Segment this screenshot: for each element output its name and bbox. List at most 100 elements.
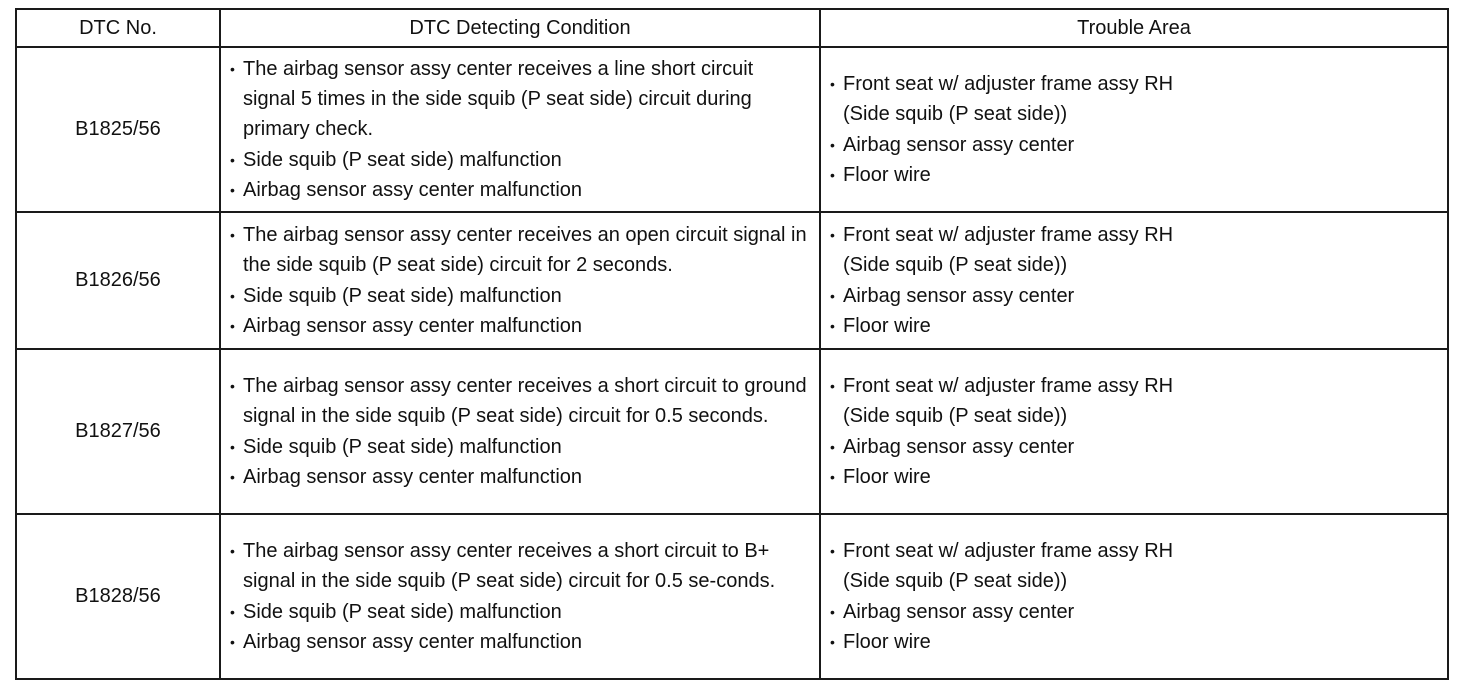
bullet-icon: •	[830, 468, 835, 485]
trouble-area-cell: • Front seat w/ adjuster frame assy RH (S…	[819, 513, 1449, 680]
trouble-area-item: • Front seat w/ adjuster frame assy RH (S…	[829, 371, 1439, 432]
bullet-icon: •	[830, 377, 835, 394]
trouble-area-item: • Floor wire	[829, 311, 1439, 341]
trouble-area-item: • Floor wire	[829, 462, 1439, 492]
condition-text: The airbag sensor assy center receives a…	[243, 539, 776, 593]
condition-cell: • The airbag sensor assy center receives …	[219, 211, 821, 350]
condition-item: • Airbag sensor assy center malfunction	[229, 175, 811, 205]
trouble-area-text: Floor wire	[843, 630, 931, 653]
table-row: B1827/56 • The airbag sensor assy center …	[15, 348, 1449, 515]
bullet-icon: •	[830, 542, 835, 559]
condition-item: • Airbag sensor assy center malfunction	[229, 627, 811, 657]
dtc-code-cell: B1827/56	[15, 348, 221, 515]
dtc-table: DTC No. DTC Detecting Condition Trouble …	[15, 8, 1449, 680]
bullet-icon: •	[230, 181, 235, 198]
trouble-area-item: • Front seat w/ adjuster frame assy RH (S…	[829, 536, 1439, 597]
trouble-area-text: Airbag sensor assy center	[843, 284, 1075, 307]
table-row: B1828/56 • The airbag sensor assy center …	[15, 513, 1449, 680]
trouble-area-list: • Front seat w/ adjuster frame assy RH (S…	[829, 371, 1439, 492]
condition-list: • The airbag sensor assy center receives …	[229, 220, 811, 341]
table-body: B1825/56 • The airbag sensor assy center …	[15, 46, 1449, 680]
bullet-icon: •	[230, 377, 235, 394]
condition-text: The airbag sensor assy center receives a…	[243, 57, 754, 141]
bullet-icon: •	[230, 468, 235, 485]
condition-list: • The airbag sensor assy center receives …	[229, 536, 811, 657]
condition-text: The airbag sensor assy center receives a…	[243, 374, 807, 428]
trouble-area-item: •Front seat w/ adjuster frame assy RH (S…	[829, 69, 1439, 130]
bullet-icon: •	[230, 60, 235, 77]
bullet-icon: •	[830, 166, 835, 183]
condition-item: • Airbag sensor assy center malfunction	[229, 311, 811, 341]
condition-text: Airbag sensor assy center malfunction	[243, 630, 583, 653]
trouble-area-cell: • Front seat w/ adjuster frame assy RH (S…	[819, 211, 1449, 350]
trouble-area-item: • Floor wire	[829, 160, 1439, 190]
trouble-area-item: • Floor wire	[829, 627, 1439, 657]
header-detecting-condition: DTC Detecting Condition	[219, 8, 821, 48]
trouble-area-item: • Airbag sensor assy center	[829, 130, 1439, 160]
bullet-icon: •	[230, 226, 235, 243]
condition-item: • The airbag sensor assy center receives …	[229, 54, 811, 145]
trouble-area-item: • Front seat w/ adjuster frame assy RH (S…	[829, 220, 1439, 281]
condition-text: Side squib (P seat side) malfunction	[243, 148, 562, 171]
bullet-icon: •	[230, 287, 235, 304]
dtc-code-cell: B1826/56	[15, 211, 221, 350]
bullet-icon: •	[230, 438, 235, 455]
condition-list: • The airbag sensor assy center receives …	[229, 54, 811, 205]
trouble-area-text: Airbag sensor assy center	[843, 133, 1075, 156]
dtc-code-cell: B1825/56	[15, 46, 221, 213]
bullet-icon: •	[830, 136, 835, 153]
trouble-area-list: • Front seat w/ adjuster frame assy RH (S…	[829, 220, 1439, 341]
bullet-icon: •	[230, 151, 235, 168]
bullet-icon: •	[230, 633, 235, 650]
header-row: DTC No. DTC Detecting Condition Trouble …	[15, 8, 1449, 48]
condition-item: • The airbag sensor assy center receives …	[229, 220, 811, 281]
bullet-icon: •	[830, 287, 835, 304]
condition-cell: • The airbag sensor assy center receives …	[219, 513, 821, 680]
condition-cell: • The airbag sensor assy center receives …	[219, 348, 821, 515]
trouble-area-text: Front seat w/ adjuster frame assy RH (Si…	[843, 223, 1174, 277]
trouble-area-text: Floor wire	[843, 465, 931, 488]
condition-text: Airbag sensor assy center malfunction	[243, 314, 583, 337]
condition-item: • The airbag sensor assy center receives …	[229, 536, 811, 597]
table-row: B1826/56 • The airbag sensor assy center …	[15, 211, 1449, 350]
trouble-area-text: Airbag sensor assy center	[843, 600, 1075, 623]
trouble-area-item: • Airbag sensor assy center	[829, 281, 1439, 311]
condition-text: Side squib (P seat side) malfunction	[243, 600, 562, 623]
trouble-area-text: Airbag sensor assy center	[843, 435, 1075, 458]
trouble-area-text: Floor wire	[843, 163, 931, 186]
bullet-icon: •	[230, 542, 235, 559]
condition-item: • Side squib (P seat side) malfunction	[229, 432, 811, 462]
bullet-icon: •	[830, 603, 835, 620]
bullet-icon: •	[230, 603, 235, 620]
trouble-area-cell: • Front seat w/ adjuster frame assy RH (S…	[819, 348, 1449, 515]
condition-item: • Side squib (P seat side) malfunction	[229, 597, 811, 627]
trouble-area-item: • Airbag sensor assy center	[829, 432, 1439, 462]
bullet-icon: •	[230, 317, 235, 334]
trouble-area-text: Front seat w/ adjuster frame assy RH (Si…	[843, 374, 1174, 428]
bullet-icon: •	[830, 438, 835, 455]
header-trouble-area: Trouble Area	[819, 8, 1449, 48]
table-header: DTC No. DTC Detecting Condition Trouble …	[15, 8, 1449, 48]
header-dtc-no: DTC No.	[15, 8, 221, 48]
trouble-area-text: Floor wire	[843, 314, 931, 337]
condition-item: • The airbag sensor assy center receives …	[229, 371, 811, 432]
condition-text: Side squib (P seat side) malfunction	[243, 435, 562, 458]
trouble-area-text: Front seat w/ adjuster frame assy RH (Si…	[843, 539, 1174, 593]
bullet-icon: •	[830, 633, 835, 650]
condition-text: Airbag sensor assy center malfunction	[243, 178, 583, 201]
condition-item: • Airbag sensor assy center malfunction	[229, 462, 811, 492]
bullet-icon: •	[830, 226, 835, 243]
bullet-icon: •	[830, 317, 835, 334]
condition-text: Airbag sensor assy center malfunction	[243, 465, 583, 488]
trouble-area-list: • Front seat w/ adjuster frame assy RH (S…	[829, 69, 1439, 190]
trouble-area-cell: • Front seat w/ adjuster frame assy RH (S…	[819, 46, 1449, 213]
condition-text: Side squib (P seat side) malfunction	[243, 284, 562, 307]
trouble-area-list: • Front seat w/ adjuster frame assy RH (S…	[829, 536, 1439, 657]
condition-list: • The airbag sensor assy center receives …	[229, 371, 811, 492]
table-row: B1825/56 • The airbag sensor assy center …	[15, 46, 1449, 213]
dtc-code-cell: B1828/56	[15, 513, 221, 680]
condition-text: The airbag sensor assy center receives a…	[243, 223, 807, 277]
condition-cell: • The airbag sensor assy center receives …	[219, 46, 821, 213]
condition-item: • Side squib (P seat side) malfunction	[229, 145, 811, 175]
trouble-area-text: Front seat w/ adjuster frame assy RH (Si…	[843, 72, 1174, 126]
